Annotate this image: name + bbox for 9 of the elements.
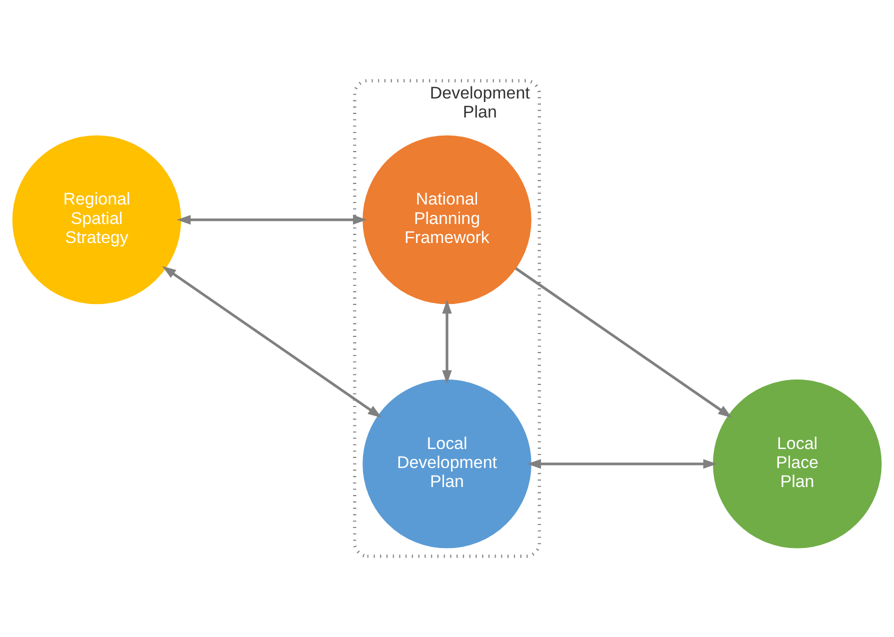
- arrow: [162, 266, 382, 418]
- arrow: [176, 214, 367, 225]
- node-circle: National Planning Framework: [362, 135, 532, 304]
- arrow: [515, 267, 732, 418]
- node-circle: Local Place Plan: [712, 380, 882, 548]
- node-circle: Local Development Plan: [362, 380, 532, 548]
- arrow: [527, 459, 718, 469]
- arrow: [442, 300, 452, 384]
- node-circle: Regional Spatial Strategy: [12, 135, 182, 304]
